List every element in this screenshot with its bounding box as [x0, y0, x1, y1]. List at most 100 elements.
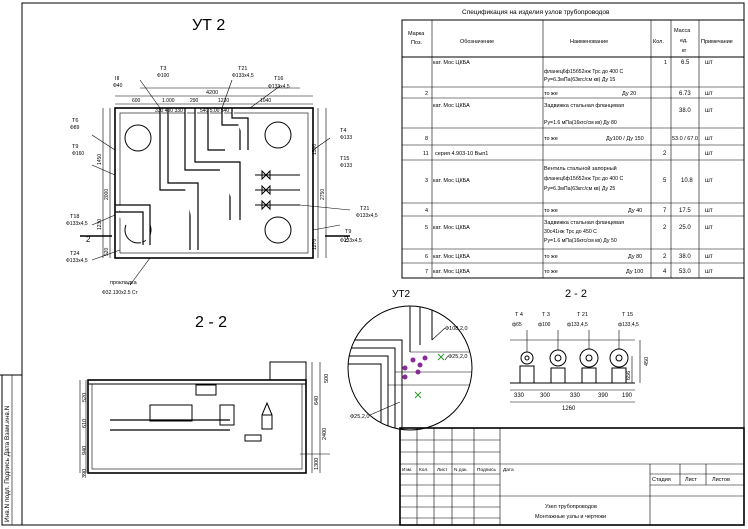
detail_labels-d1-text: Ф108,2,0 [445, 326, 468, 332]
right_section-d3-text: 330 [570, 393, 581, 399]
right_section-h1-text: 450 [644, 357, 650, 366]
spec-headers-note-text: Примечание [701, 39, 733, 45]
plan_labels-mark2-text: 2 [86, 235, 91, 244]
detail-view: УТ2 Ф108,2,0 Ф25,2,0 Ф25,2, [347, 289, 473, 431]
section-left: 2 - 2 500 640 2400 1300 520 610 940 390 [79, 314, 330, 478]
right_section-t3s-text: ф100 [538, 322, 551, 328]
plan_labels-tr-text: Т21 [360, 206, 369, 212]
spec-rows-1-note-text: шт [705, 91, 713, 97]
spec-rows-2-name3-text: Ру=1.6 мПа(16кгс/см кв) Ду 80 [544, 120, 617, 126]
plan_labels-d1230-text: 1230 [218, 98, 229, 104]
plan_labels-d1000-text: 1.000 [162, 98, 175, 104]
plan_labels-dl3-text: 1230 [97, 219, 103, 230]
spec-rows-6-name1-text: то же [544, 208, 558, 214]
spec-rows-5-des-text: кат. Мос ЦКБА [433, 178, 470, 184]
plan_labels-t24s-text: Ф133x4,5 [340, 238, 362, 244]
section_dims-l390-text: 390 [82, 469, 88, 478]
plan_labels-dl4-text: 520 [104, 247, 110, 256]
spec-headers-mark_2-text: Поз. [411, 40, 422, 46]
right_section-d2-text: 300 [540, 393, 551, 399]
right_section-t4s-text: ф65 [512, 322, 522, 328]
spec-headers-designation-text: Обозначение [460, 39, 494, 45]
spec-rows-4-note-text: шт [705, 151, 713, 157]
spec-rows-5-note-text: шт [705, 178, 713, 184]
spec-rows-7-name1-text: Задвижка стальная фланцевая [544, 220, 624, 226]
right_section-t15-text: Т 15 [622, 312, 633, 318]
detail_labels-d2-text: Ф25,2,0 [448, 354, 467, 360]
stamp-sheet-text: Лист [685, 477, 697, 483]
plan_labels-d290-text: 290 [190, 98, 199, 104]
spec-rows-9-note-text: шт [705, 269, 713, 275]
spec-headers-mass_3-text: кг [682, 48, 686, 54]
spec-rows-5-name1-text: Вентиль стальной запорный [544, 165, 617, 172]
plan_labels-t18s-text: Ф133x4,5 [66, 221, 88, 227]
plan_labels-dr3-text: 1270 [312, 239, 318, 250]
plan-title: УТ 2 [192, 17, 225, 34]
spec-rows-8-note-text: шт [705, 254, 713, 260]
plan_labels-t4s-text: Ф133 [340, 135, 352, 141]
plan_labels-d600-text: 600 [132, 98, 141, 104]
section-right: 2 - 2 Т 4 ф65 Т 3 ф100 Т 21 ф133,4,5 Т 1… [510, 288, 650, 412]
spec-rows-1-mass-text: 6.73 [679, 91, 691, 97]
spec-rows-6-pos-text: 4 [425, 208, 428, 214]
plan_labels-dl2-text: 2000 [104, 189, 110, 200]
spec-rows-0-mass-text: 6.5 [681, 60, 690, 66]
section_dims-r1300-text: 1300 [314, 458, 320, 470]
spec-rows-7-pos-text: 5 [425, 225, 428, 231]
right_section-t21-text: Т 21 [577, 312, 588, 318]
plan_labels-bottom-text: прокладка [110, 280, 138, 286]
spec-rows-5-qty-text: 5 [663, 178, 667, 184]
spec-rows-2-name1-text: Задвижка стальная фланцевая [544, 103, 624, 109]
plan_labels-d1040-text: 1040 [260, 98, 271, 104]
plan_labels-t21-text: Т21 [238, 66, 247, 72]
spec-rows-4-qty-text: 2 [663, 151, 667, 157]
stamp-stage-text: Стадия [652, 477, 671, 483]
plan_labels-iii-text: III [115, 76, 120, 82]
spec-rows-6-qty-text: 7 [663, 208, 667, 214]
spec-rows-0-name3-text: Ру=6.3мПа(63кгс/см кв) Ду 15 [544, 77, 615, 83]
plan_labels-t3-text: Т3 [160, 66, 166, 72]
spec-rows-9-name3-text: Ду 100 [626, 269, 643, 275]
stamp-cols-0-text: Изм. [402, 467, 412, 473]
plan_labels-t16-text: Т16 [274, 76, 283, 82]
spec-headers-qty-text: Кол. [653, 39, 664, 45]
spec-rows-7-mass-text: 25.0 [679, 225, 691, 231]
spec-rows-5-pos-text: 3 [425, 178, 428, 184]
spec-rows-1-name1-text: то же [544, 91, 558, 97]
right_section-t3-text: Т 3 [542, 312, 550, 318]
spec-rows-6-name3-text: Ду 40 [628, 208, 642, 214]
spec-rows-4-des-text: серия 4.903-10 Вып1 [435, 151, 488, 157]
spec-rows-4-pos-text: 11 [423, 151, 429, 157]
spec-rows-7-name2-text: 30с41нж Трс до 450 С [544, 229, 597, 235]
spec-rows-8-name1-text: то же [544, 254, 558, 260]
spec-rows-9-des-text: кат. Мос ЦКБА [433, 269, 470, 275]
section-right-title: 2 - 2 [565, 288, 587, 300]
section_dims-l610-text: 610 [82, 419, 88, 428]
plan_labels-t15s-text: Ф133 [340, 163, 352, 169]
spec-rows-5-name3-text: Ру=6.3мПа(63кгс/см кв) Ду 25 [544, 186, 615, 192]
side-stamp-text: Инв.N подл. Подпись Дата Взам.инв.N [4, 405, 11, 522]
spec-rows-8-mass-text: 38.0 [679, 254, 691, 260]
stamp-name2-text: Монтажные узлы и чертежи [535, 514, 606, 520]
plan_labels-t18-text: Т18 [70, 214, 79, 220]
spec-rows-7-des-text: кат. Мос ЦКБА [433, 225, 470, 231]
plan_labels-dl1-text: 1450 [97, 154, 103, 165]
title-block: Изм. Кол. Лист N док. Подпись Дата Стади… [399, 427, 745, 526]
plan_labels-t16s-text: Ф133x4,5 [268, 84, 290, 90]
stamp-cols-1-text: Кол. [419, 467, 429, 473]
spec-headers-mark_1-text: Марка [408, 31, 425, 37]
spec-rows-7-qty-text: 2 [663, 225, 667, 231]
spec-rows-9-qty-text: 4 [663, 269, 667, 275]
detail_labels-d3-text: Ф25,2,0 [350, 414, 369, 420]
stamp-cols-5-text: Дата [503, 467, 514, 473]
right_section-t4-text: Т 4 [515, 312, 523, 318]
plan_labels-t4-text: Т4 [340, 128, 346, 134]
stamp-name1-text: Узел трубопроводов [545, 504, 597, 510]
spec-rows-6-note-text: шт [705, 208, 713, 214]
spec-title: Спецификация на изделия узлов трубопрово… [462, 8, 610, 16]
spec-rows-3-mass-text: 53.0 / 67.0 [672, 136, 698, 142]
plan_labels-trs-text: Ф133x4,5 [356, 213, 378, 219]
plan_labels-dr2-text: 2750 [320, 189, 326, 200]
plan_labels-dr1-text: 1500 [312, 144, 318, 155]
